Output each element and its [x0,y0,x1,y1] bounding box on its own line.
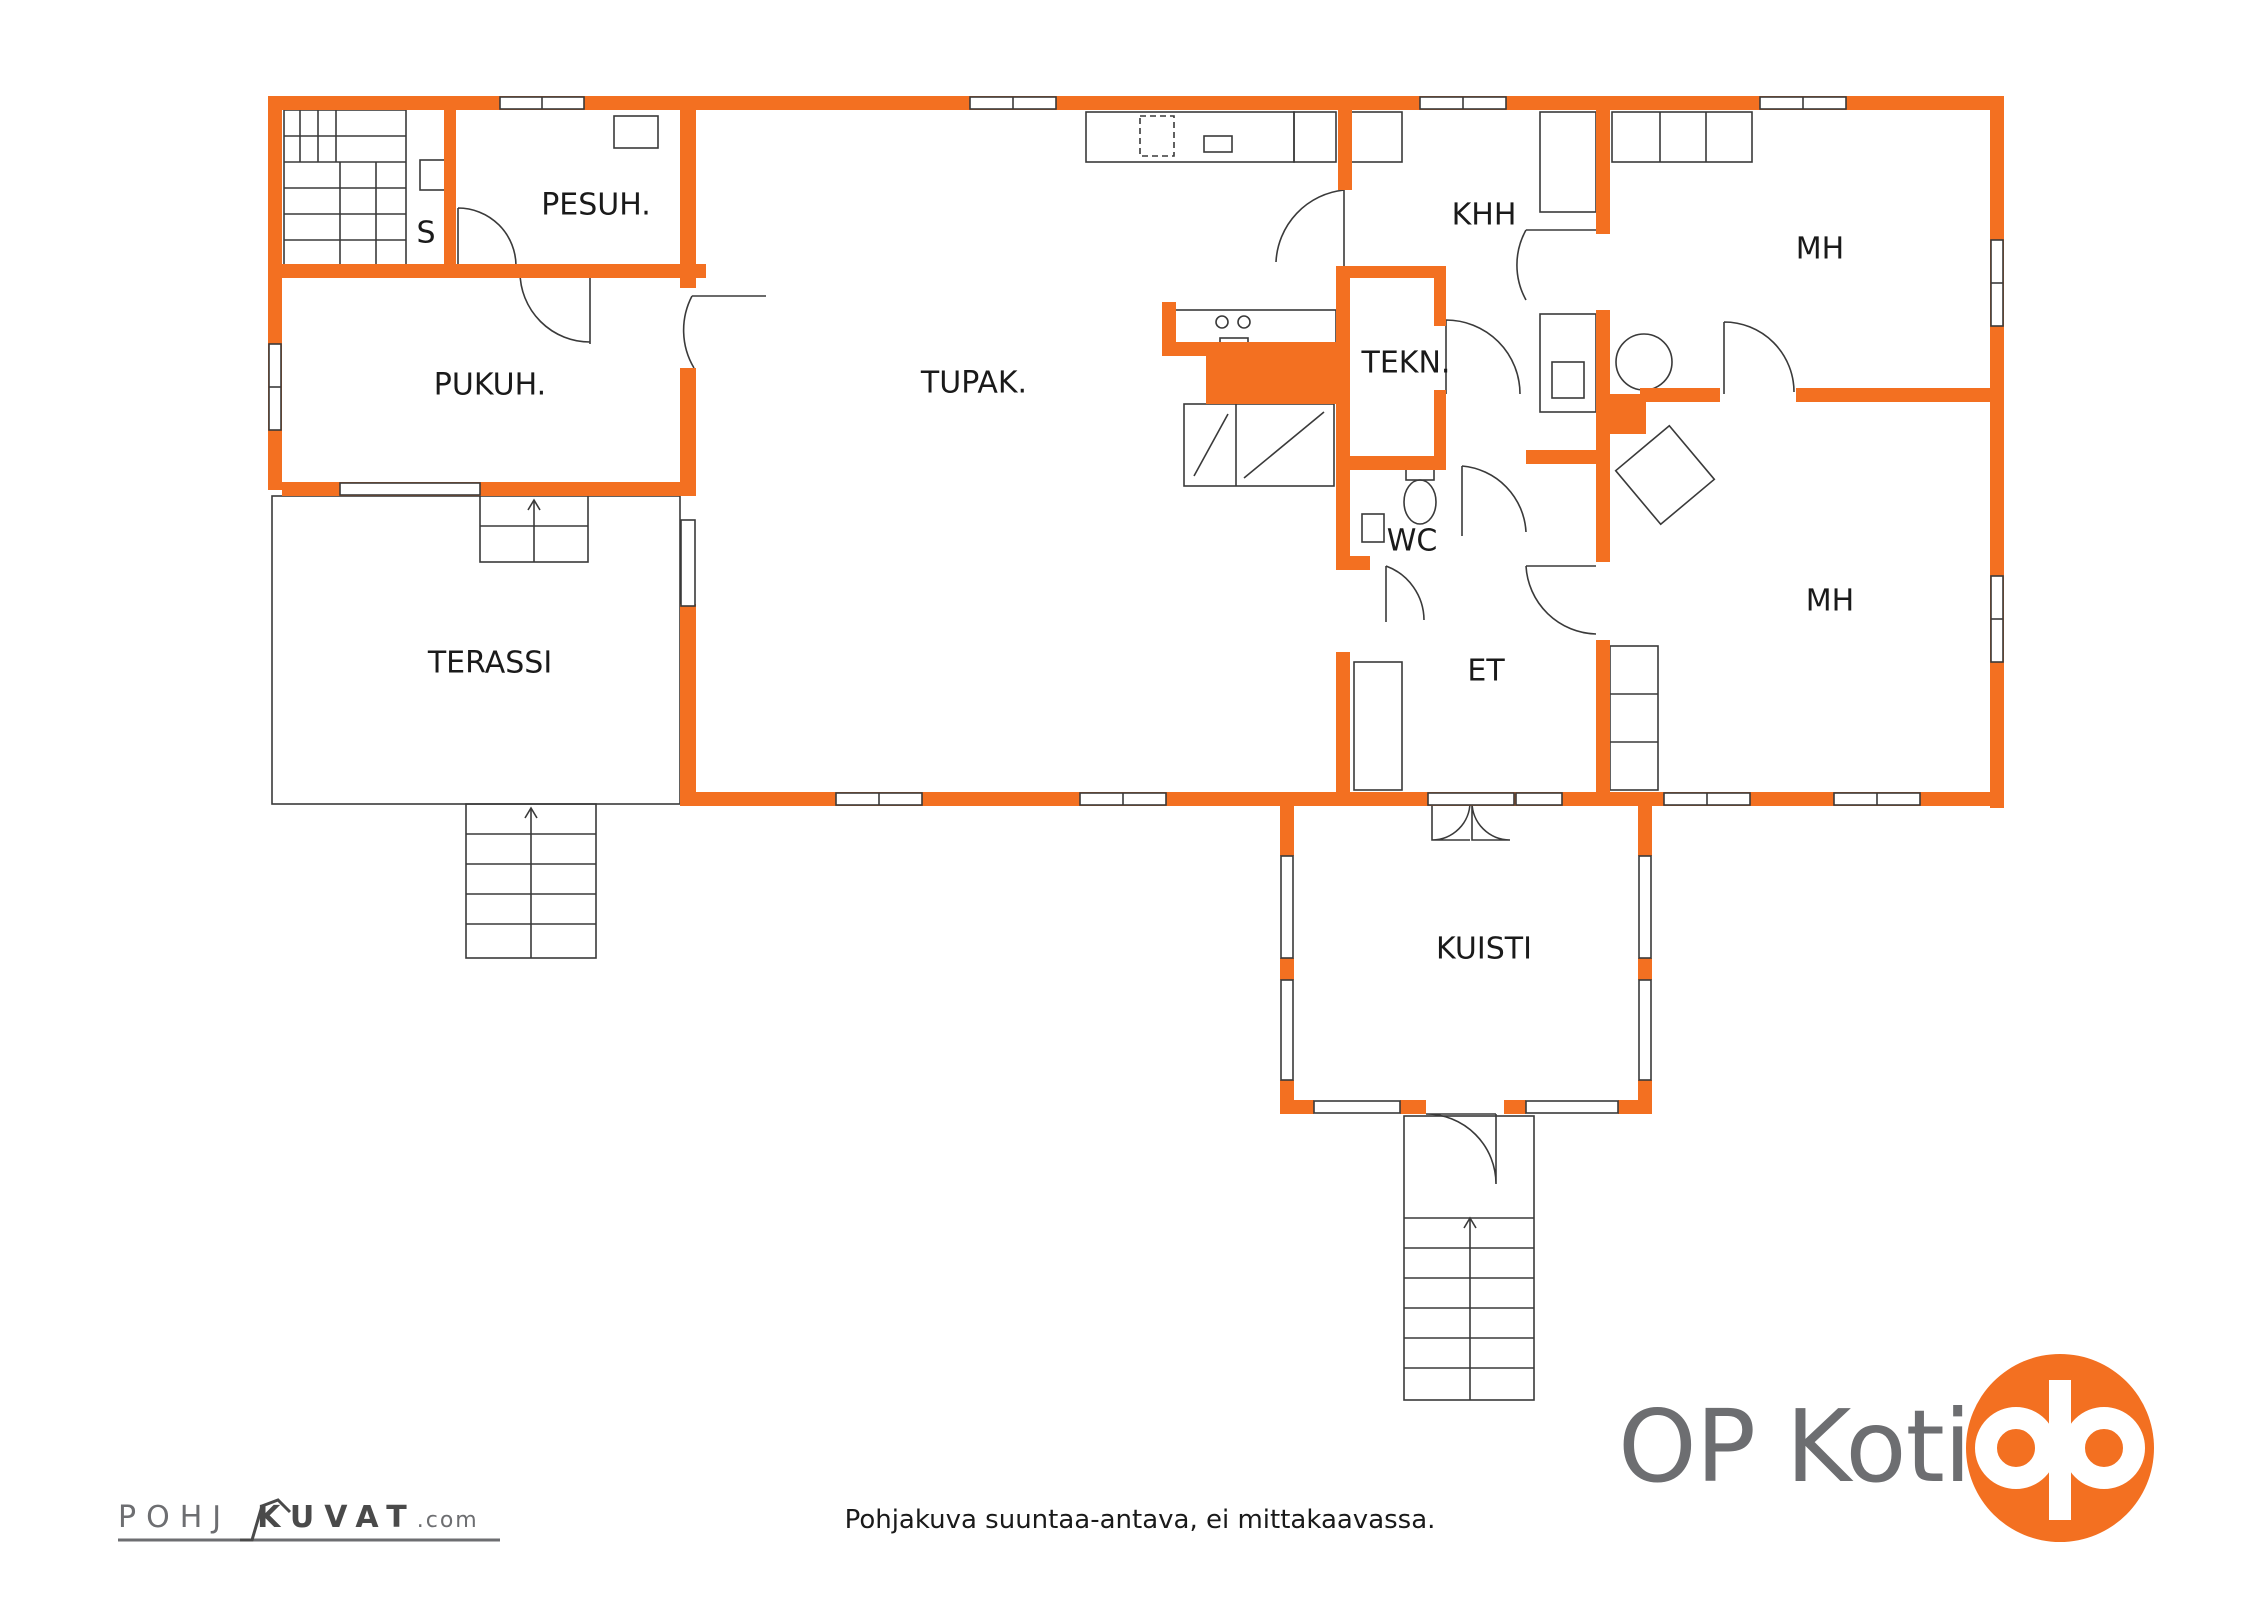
op-logo-icon [1966,1354,2154,1542]
room-label-wc: WC [1387,524,1438,559]
room-label-pukuh: PUKUH. [434,368,546,403]
room-label-tupak: TUPAK. [920,366,1027,401]
pohjakuvat-logo: POHJ KUVAT.com [118,1500,479,1535]
room-label-mh-1: MH [1796,232,1844,267]
entry-stairs [479,489,589,563]
pohjakuvat-logo-mark [118,1498,500,1542]
terrace-stairs [465,803,597,959]
room-label-pesuh: PESUH. [541,188,651,223]
room-label-mh-2: MH [1806,584,1854,619]
room-label-terassi: TERASSI [427,646,552,681]
pohjakuvat-logo-left: POHJ [118,1500,232,1535]
windows [268,96,2004,1114]
pohjakuvat-logo-suffix: .com [416,1508,479,1533]
sauna-stairs [283,109,407,267]
disclaimer-text: Pohjakuva suuntaa-antava, ei mittakaavas… [844,1505,1436,1535]
room-label-khh: KHH [1452,198,1517,233]
walls [268,96,2004,1114]
wc-fixtures [419,115,1437,543]
brand-name: OP Koti [1618,1388,1972,1505]
room-label-tekn: TEKN. [1361,346,1451,381]
room-label-s: S [416,216,435,251]
kitchen-fixtures [1085,111,1403,487]
kuisti-stairs [1403,1115,1535,1401]
room-label-et: ET [1467,654,1505,689]
room-label-kuisti: KUISTI [1436,932,1532,967]
pohjakuvat-logo-right: KUVAT [257,1500,417,1535]
doors [457,189,1795,1185]
